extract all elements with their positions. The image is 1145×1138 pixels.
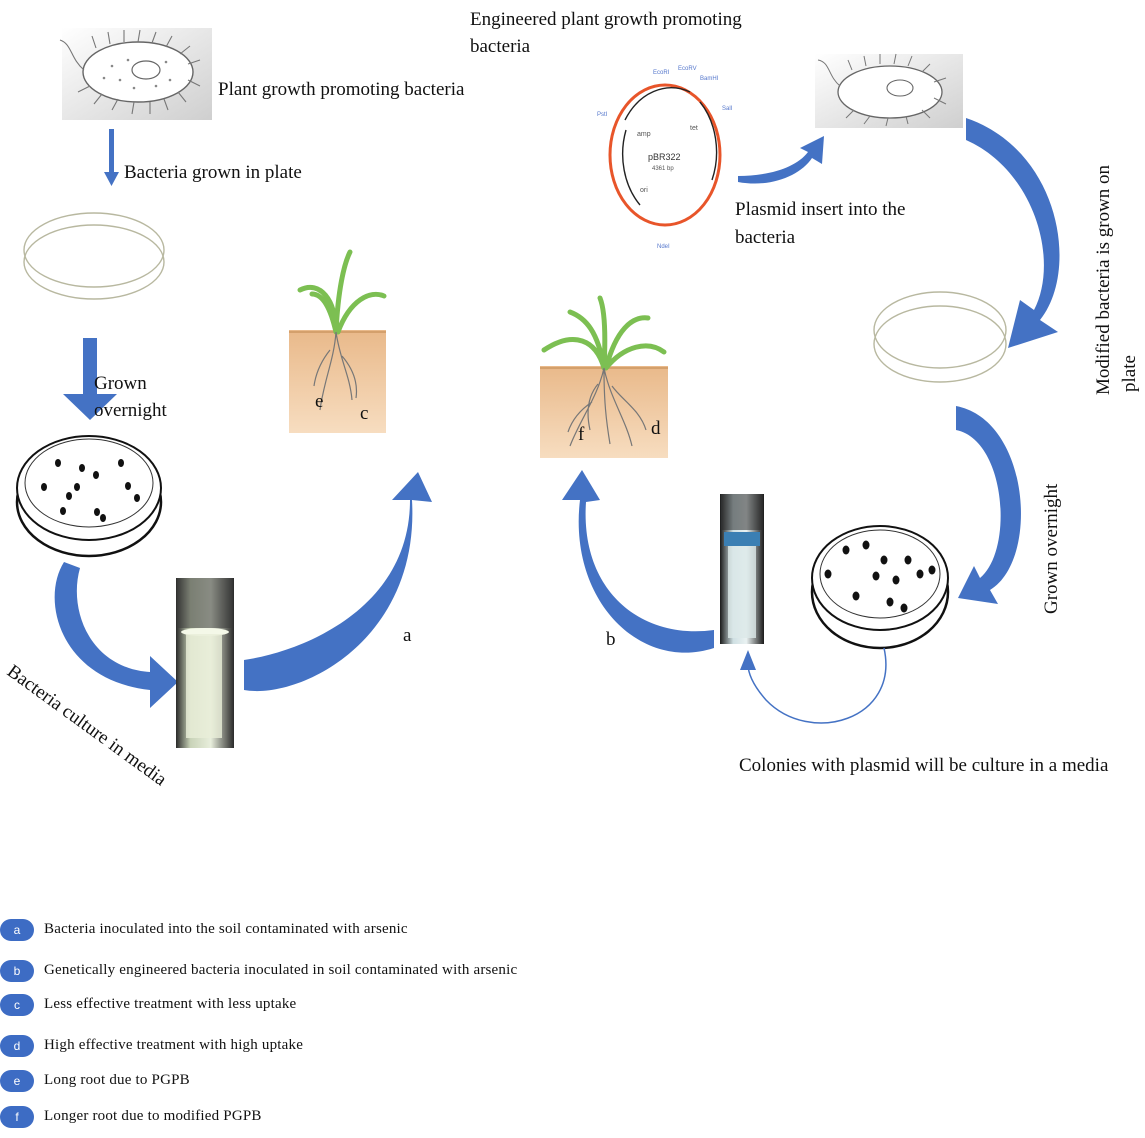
test-tube-left	[176, 578, 234, 748]
plant-pot-right	[540, 295, 668, 458]
label-arrow-b: b	[606, 629, 616, 650]
svg-text:BamHI: BamHI	[700, 76, 719, 82]
label-modified-grown-1: Modified bacteria is grown on	[1093, 164, 1114, 395]
curved-arrow-b	[562, 470, 714, 653]
svg-text:PstI: PstI	[597, 112, 608, 118]
label-engineered-1: Engineered plant growth promoting	[470, 9, 742, 30]
plasmid-map: pBR322 4361 bp amp tet ori EcoRI EcoRV B…	[597, 66, 733, 250]
thin-arrow-colonies-to-tube	[740, 647, 887, 724]
legend-key: a	[0, 919, 34, 941]
empty-plate-left	[23, 212, 165, 300]
bacterium-illustration-right	[815, 53, 963, 128]
legend-text: Bacteria inoculated into the soil contam…	[44, 921, 408, 937]
empty-plate-right	[873, 291, 1007, 383]
svg-text:ori: ori	[640, 187, 648, 194]
legend-key: c	[0, 994, 34, 1016]
label-plant-left-e: e	[315, 391, 324, 412]
legend-key: e	[0, 1070, 34, 1092]
curved-arrow-plate-to-colonies-right	[956, 406, 1021, 604]
svg-text:amp: amp	[637, 131, 651, 138]
label-grown-overnight-left-2: overnight	[94, 400, 167, 421]
label-plant-left-c: c	[360, 403, 369, 424]
legend-key: f	[0, 1106, 34, 1128]
svg-text:pBR322: pBR322	[648, 152, 681, 162]
legend-key: d	[0, 1035, 34, 1057]
legend-text: Long root due to PGPB	[44, 1072, 190, 1088]
legend-key: b	[0, 960, 34, 982]
arrow-down-1	[104, 129, 119, 186]
label-modified-grown-2: plate	[1119, 355, 1140, 392]
label-engineered-2: bacteria	[470, 36, 531, 57]
svg-text:SalI: SalI	[722, 106, 733, 112]
arrow-down-2	[63, 338, 117, 420]
label-grown-overnight-right: Grown overnight	[1041, 483, 1062, 614]
legend-text: High effective treatment with high uptak…	[44, 1037, 304, 1053]
svg-text:EcoRV: EcoRV	[678, 66, 697, 72]
label-plant-right-d: d	[651, 418, 661, 439]
label-arrow-a: a	[403, 625, 412, 646]
label-plasmid-insert-2: bacteria	[735, 227, 796, 248]
curved-arrow-plasmid-to-bacteria	[738, 136, 824, 184]
legend-text: Less effective treatment with less uptak…	[44, 996, 297, 1012]
bacterium-illustration-left	[59, 28, 212, 120]
curved-arrow-bacteria-to-plate	[966, 118, 1060, 348]
curved-arrow-a	[244, 472, 432, 692]
svg-text:tet: tet	[690, 125, 698, 132]
test-tube-right	[720, 494, 764, 644]
svg-text:4361 bp: 4361 bp	[652, 166, 674, 172]
plant-pot-left	[289, 249, 387, 433]
label-plasmid-insert-1: Plasmid insert into the	[735, 199, 906, 220]
label-plant-right-f: f	[578, 424, 585, 445]
colony-plate-right	[810, 525, 950, 650]
legend-text: Genetically engineered bacteria inoculat…	[44, 962, 518, 978]
svg-text:EcoRI: EcoRI	[653, 70, 670, 76]
legend-text: Longer root due to modified PGPB	[44, 1108, 262, 1124]
colony-plate-left	[15, 435, 163, 558]
svg-text:NdeI: NdeI	[657, 244, 670, 250]
label-colonies-culture: Colonies with plasmid will be culture in…	[739, 755, 1109, 776]
label-pgpb: Plant growth promoting bacteria	[218, 79, 465, 100]
curved-arrow-plate-to-tube-left	[54, 562, 179, 708]
label-grown-overnight-left-1: Grown	[94, 373, 147, 394]
label-grown-in-plate: Bacteria grown in plate	[124, 162, 302, 183]
